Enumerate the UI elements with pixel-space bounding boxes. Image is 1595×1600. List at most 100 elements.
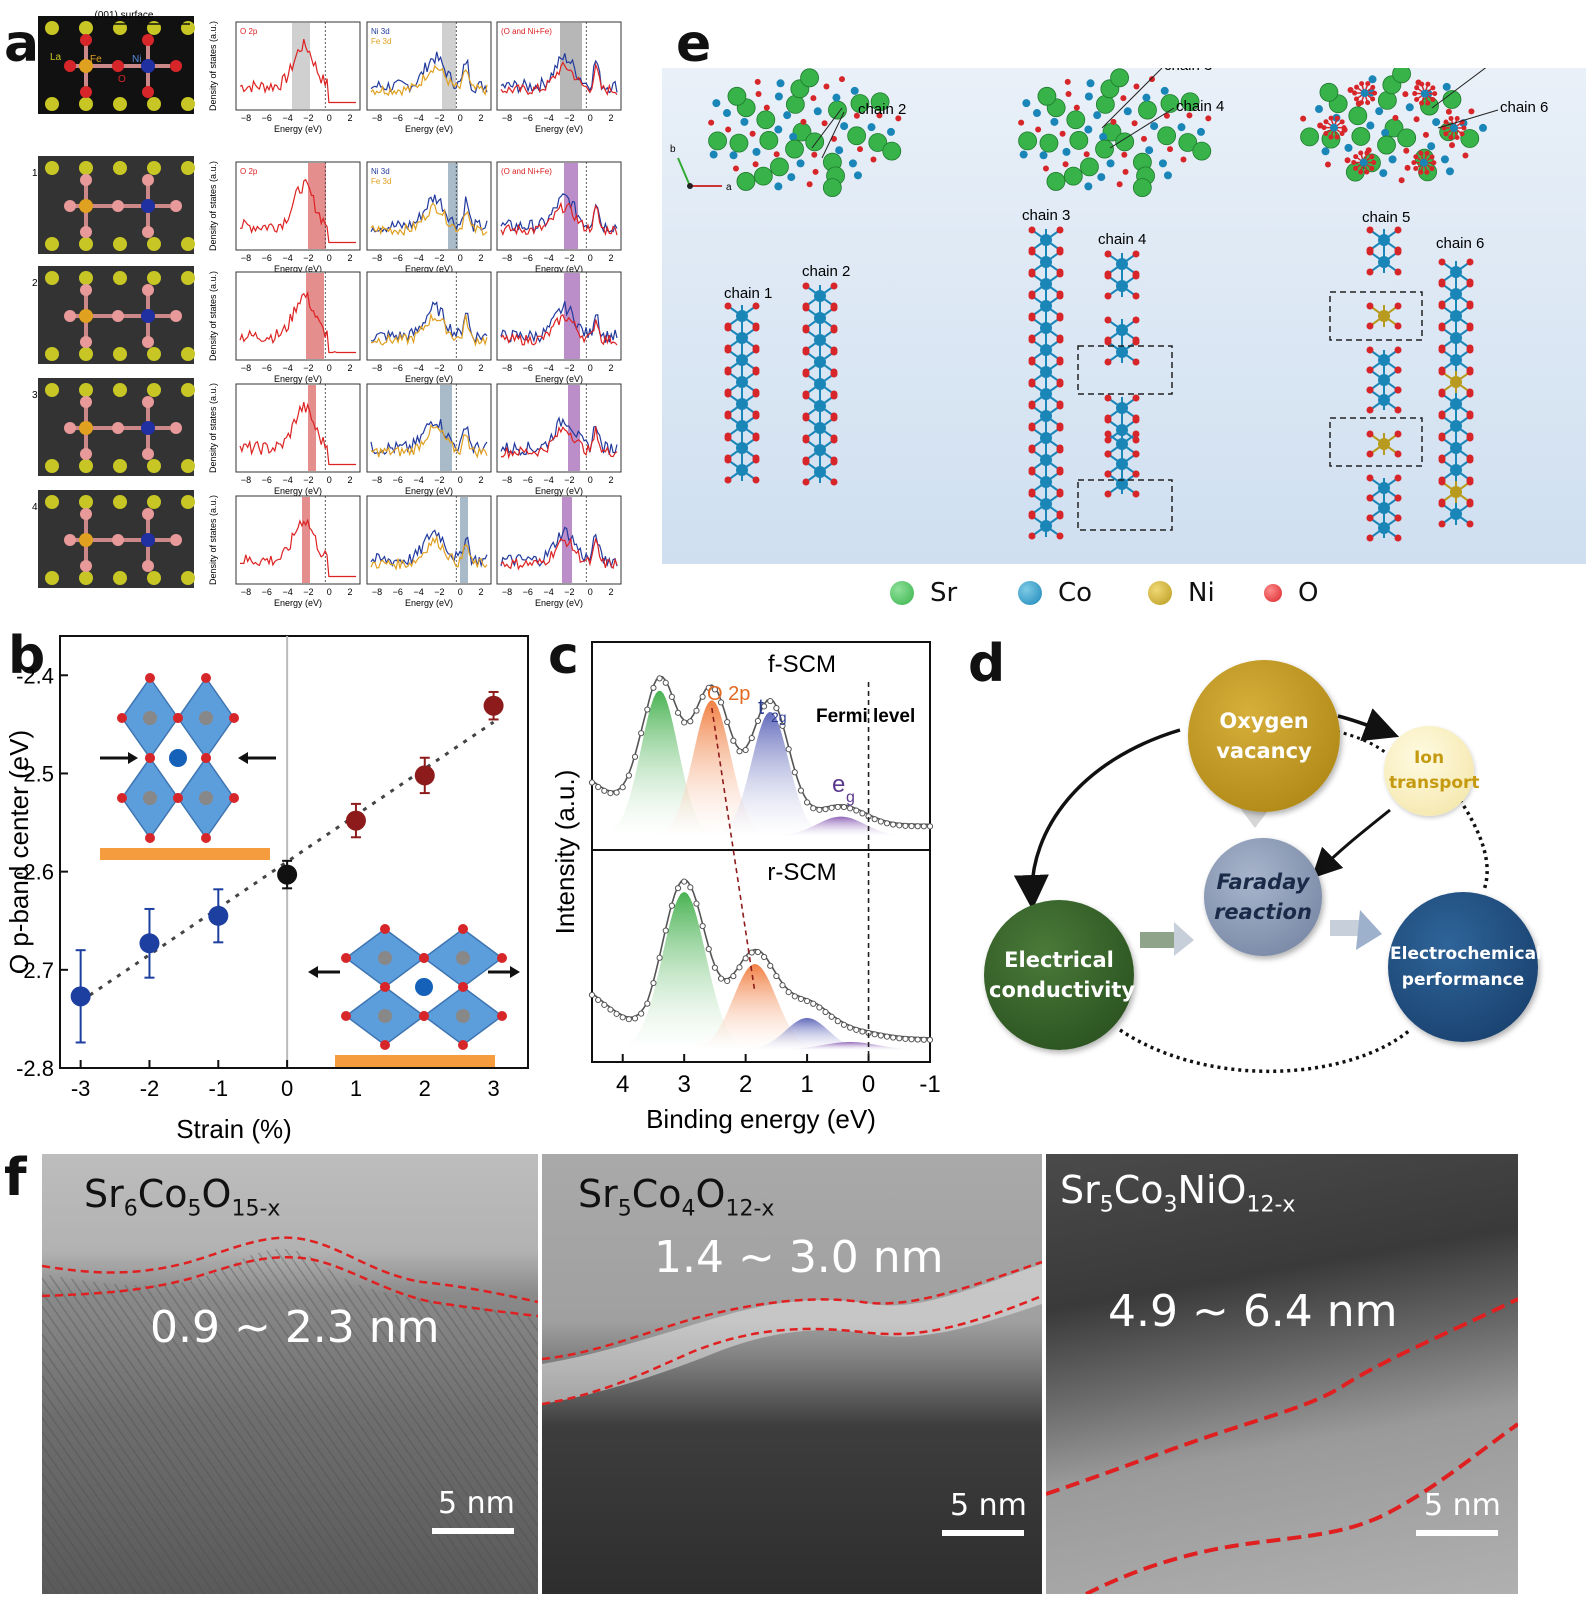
metal-atom: [1040, 476, 1052, 488]
o-atom: [1132, 338, 1140, 346]
o-atom: [1398, 177, 1405, 184]
legend-ni: Ni: [1148, 578, 1215, 608]
data-marker: [705, 946, 712, 953]
o-atom: [1056, 358, 1064, 366]
oxygen-atom: [145, 753, 155, 763]
o-atom: [1131, 120, 1138, 127]
data-marker: [619, 784, 626, 791]
o-atom: [1466, 456, 1474, 464]
o-atom: [1353, 96, 1359, 102]
dos-xtick: −2: [564, 253, 574, 263]
fitted-peak: [631, 700, 792, 836]
o-atom: [1366, 474, 1374, 482]
dos-xtick: −2: [564, 363, 574, 373]
co-atom: [1150, 122, 1159, 131]
dos-xtick: −8: [502, 363, 512, 373]
o-atom: [1347, 86, 1354, 93]
x-tick-label: -2: [140, 1076, 160, 1101]
o-atom: [1132, 436, 1140, 444]
data-marker: [717, 975, 725, 982]
dos-xtick: −6: [262, 587, 272, 597]
sr-atom: [1066, 110, 1086, 130]
o-atom: [1353, 154, 1359, 160]
energy-band-highlight: [568, 385, 580, 471]
data-marker: [742, 746, 749, 754]
metal-atom: [736, 376, 748, 388]
crystal-top-view: [1018, 68, 1212, 197]
dos-xtick: −2: [564, 113, 574, 123]
o-atom: [724, 476, 732, 484]
sr-atom: [847, 126, 867, 146]
o-atom: [1059, 130, 1066, 137]
metal-atom: [1040, 410, 1052, 422]
crystal-top-view: [708, 68, 902, 197]
o-atom: [1122, 168, 1129, 175]
b-site-atom: [456, 1009, 470, 1023]
co-atom: [1405, 103, 1414, 112]
oxygen-atom: [145, 673, 155, 683]
la-atom: [147, 21, 161, 35]
o-atom: [1462, 152, 1469, 159]
o2p-annotation: O 2p: [707, 683, 750, 705]
data-marker: [914, 823, 921, 830]
o-atom: [1028, 248, 1036, 256]
tem-image-1: Sr6Co5O15-x 0.9 ~ 2.3 nm 5 nm: [42, 1154, 538, 1594]
dos-xtick: −2: [303, 253, 313, 263]
data-marker: [785, 989, 792, 996]
o-atom: [1394, 514, 1402, 522]
o-atom: [1466, 478, 1474, 486]
dos-xtick: −4: [282, 253, 292, 263]
tensile-arrow-head: [308, 966, 318, 978]
chain-pointer-label: chain 2: [858, 101, 906, 118]
o-atom: [1438, 456, 1446, 464]
data-marker: [760, 703, 768, 710]
o-atom: [1418, 150, 1424, 156]
electrical-conductivity-node: Electrical conductivity: [984, 900, 1135, 1050]
energy-band-highlight: [440, 385, 452, 471]
metal-atom: [1378, 502, 1390, 514]
metal-atom: [1116, 478, 1128, 490]
o-atom: [170, 310, 182, 322]
o-atom: [802, 436, 810, 444]
data-marker: [681, 878, 688, 885]
data-marker: [926, 823, 934, 830]
o-atom: [1056, 402, 1064, 410]
o-atom: [1431, 160, 1437, 166]
data-marker: [902, 1035, 909, 1042]
o-atom: [830, 370, 838, 378]
tem-image-2: Sr5Co4O12-x 1.4 ~ 3.0 nm 5 nm: [542, 1154, 1042, 1594]
la-atom: [45, 459, 59, 473]
o-atom: [1413, 116, 1420, 123]
chain-pointer: [1431, 65, 1489, 109]
sr-atom: [870, 92, 890, 112]
chain-pointer: [821, 111, 845, 159]
o-atom: [802, 304, 810, 312]
sr-atom: [1110, 68, 1129, 88]
o-atom: [170, 422, 182, 434]
oxygen-vacancy-node: Oxygen vacancy: [1188, 660, 1340, 812]
o-atom: [1018, 119, 1025, 126]
data-marker: [803, 799, 811, 806]
dos-xlabel: Energy (eV): [405, 264, 453, 274]
polyhedral-chain: [1366, 474, 1402, 542]
o-atom: [1365, 81, 1371, 87]
o-atom: [1438, 520, 1446, 528]
tem-image-1-texture: [42, 1236, 538, 1594]
chain-label: chain 4: [1098, 231, 1146, 248]
data-marker: [779, 982, 786, 989]
metal-atom: [1040, 322, 1052, 334]
x-tick-label: 0: [281, 1076, 293, 1101]
legend-fe3d: Fe 3d: [371, 177, 391, 186]
boundary-lower: [42, 1256, 538, 1318]
sr-atom: [1138, 100, 1157, 120]
oxygen-atom: [173, 793, 183, 803]
b-site-atom: [378, 951, 392, 965]
sr-atom: [1397, 128, 1417, 148]
x-tick-label: 0: [862, 1071, 875, 1098]
o-atom: [142, 508, 154, 520]
fe-atom: [79, 199, 93, 213]
legend-o-nife: (O and Ni+Fe): [501, 27, 552, 36]
co-atom: [1160, 86, 1169, 95]
fitted-peak: [761, 816, 921, 836]
